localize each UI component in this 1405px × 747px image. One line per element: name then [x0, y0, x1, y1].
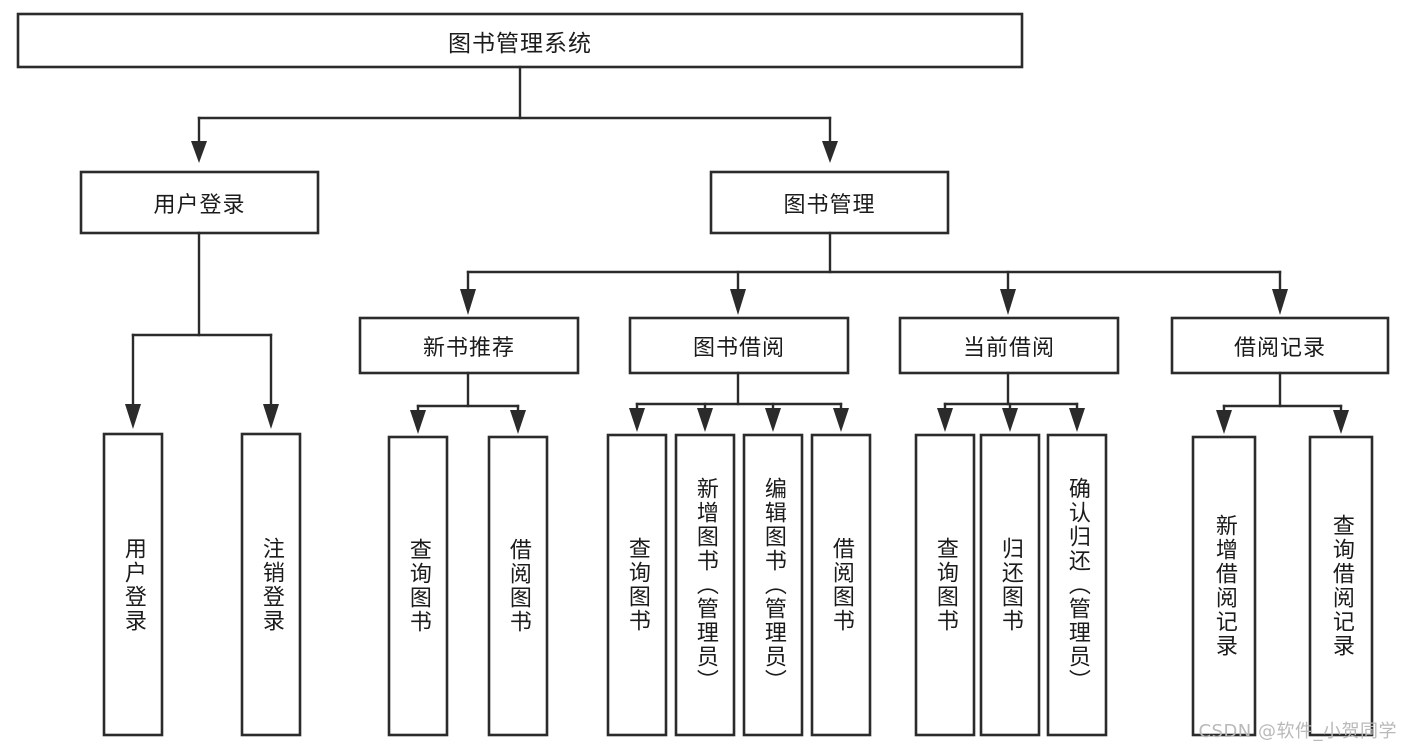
node-leaf-box-current-borrow-0[interactable] — [914, 433, 976, 737]
arrowhead-book-borrow-leaf3 — [765, 408, 781, 432]
arrowhead-to-borrow-record — [1272, 289, 1288, 315]
node-new-book-box[interactable] — [358, 316, 580, 375]
node-leaf-box-borrow-record-0[interactable] — [1191, 435, 1257, 737]
node-book-manage-box[interactable] — [709, 170, 950, 235]
node-leaf-box-user-login-1[interactable] — [240, 432, 302, 737]
arrowhead-root-to-user-login — [191, 141, 207, 163]
node-root-box[interactable] — [16, 12, 1024, 69]
node-borrow-record-box[interactable] — [1170, 316, 1390, 375]
node-leaf-box-book-borrow-3[interactable] — [810, 433, 872, 737]
node-leaf-box-book-borrow-1[interactable] — [674, 433, 736, 737]
arrowhead-new-book-leaf1 — [410, 410, 426, 434]
node-leaf-box-new-book-1[interactable] — [487, 435, 549, 737]
arrowhead-current-borrow-leaf1 — [937, 408, 953, 432]
node-leaf-box-new-book-0[interactable] — [387, 435, 449, 737]
arrowhead-current-borrow-leaf2 — [1002, 408, 1018, 432]
arrowhead-book-borrow-leaf2 — [697, 408, 713, 432]
node-leaf-box-user-login-0[interactable] — [102, 432, 164, 737]
arrowhead-to-current-borrow — [1000, 289, 1016, 315]
node-leaf-box-current-borrow-1[interactable] — [979, 433, 1041, 737]
arrowhead-user-login-leaf1 — [125, 404, 141, 429]
arrowhead-borrow-record-leaf1 — [1216, 410, 1232, 434]
node-leaf-box-book-borrow-2[interactable] — [742, 433, 804, 737]
arrowhead-root-to-book-manage — [822, 141, 838, 163]
node-leaf-box-current-borrow-2[interactable] — [1046, 433, 1108, 737]
arrowhead-book-borrow-leaf1 — [629, 408, 645, 432]
node-user-login-box[interactable] — [79, 170, 320, 235]
arrowhead-to-book-borrow — [730, 289, 746, 315]
arrowhead-new-book-leaf2 — [510, 410, 526, 434]
arrowhead-to-new-book — [460, 289, 476, 315]
node-current-borrow-box[interactable] — [898, 316, 1120, 375]
node-book-borrow-box[interactable] — [628, 316, 850, 375]
arrowhead-current-borrow-leaf3 — [1069, 408, 1085, 432]
arrowhead-book-borrow-leaf4 — [833, 408, 849, 432]
node-leaf-box-borrow-record-1[interactable] — [1308, 435, 1374, 737]
arrowhead-user-login-leaf2 — [263, 404, 279, 429]
arrowhead-borrow-record-leaf2 — [1333, 410, 1349, 434]
node-leaf-box-book-borrow-0[interactable] — [606, 433, 668, 737]
